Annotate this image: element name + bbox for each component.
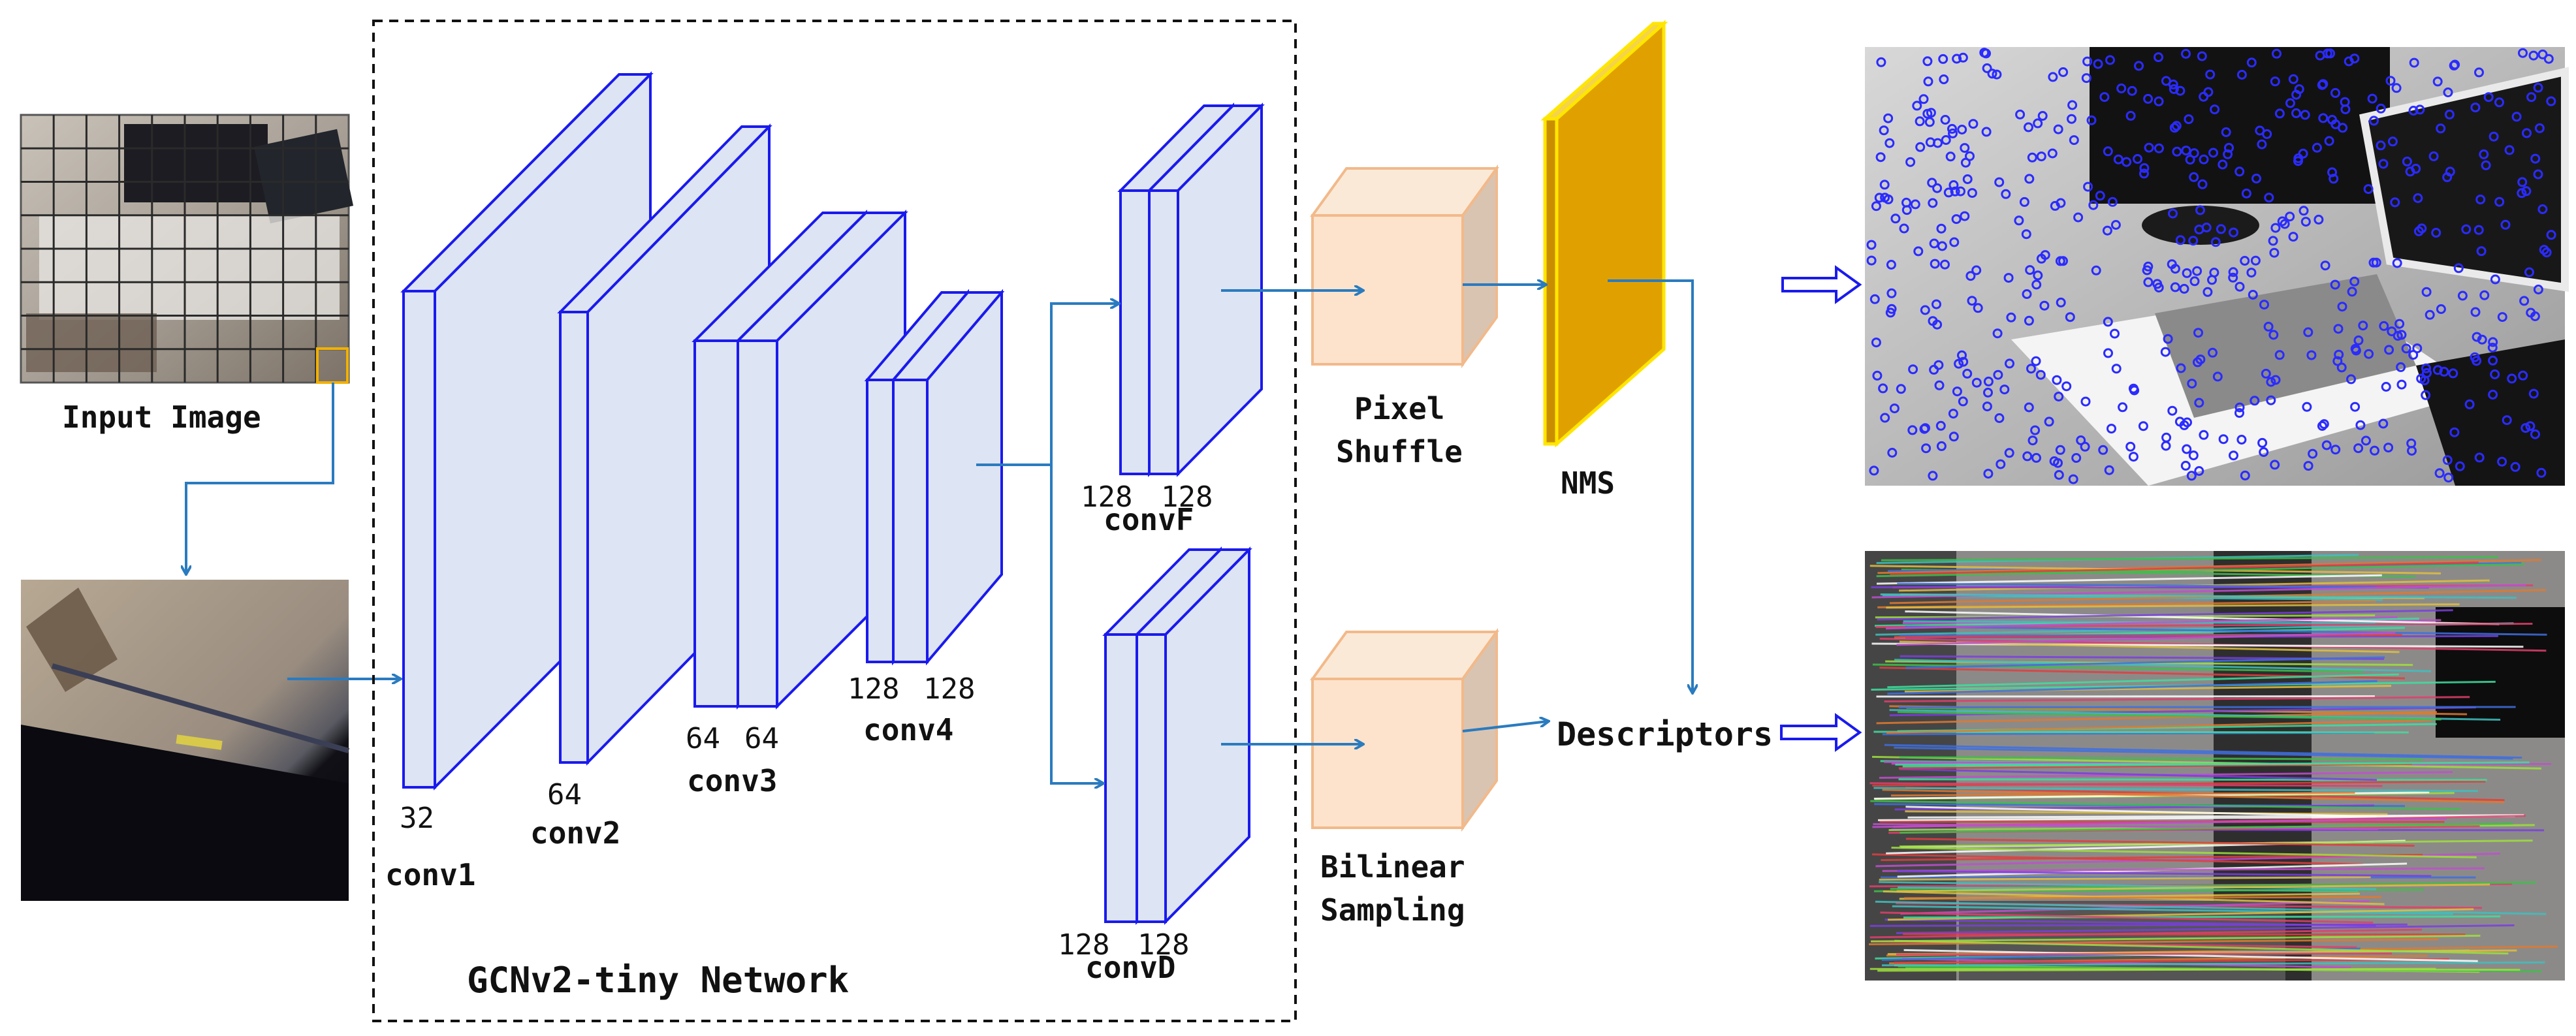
convF-label: convF <box>1104 502 1194 537</box>
conv-layers <box>400 71 1265 925</box>
conv4-to-convD-arrow <box>1050 465 1102 783</box>
conv4-block-b <box>890 289 1005 666</box>
nms-to-descriptors-arrow <box>1608 279 1693 692</box>
convD-label: convD <box>1085 950 1175 985</box>
convF-block-b <box>1146 102 1265 477</box>
convF-channel-1: 128 <box>1081 480 1132 514</box>
pixel-shuffle-label-line1: Pixel <box>1354 391 1444 426</box>
patch-arrow <box>186 383 334 573</box>
conv1-channel-1: 32 <box>400 802 434 835</box>
conv3-label: conv3 <box>687 763 777 798</box>
conv4-label: conv4 <box>863 712 953 747</box>
keypoints-output-arrow <box>1781 265 1862 304</box>
conv4-to-convF-arrow <box>976 304 1118 466</box>
conv4-channel-1: 128 <box>848 672 899 706</box>
input-image-label: Input Image <box>62 400 261 435</box>
keypoints-result-image <box>1865 47 2569 486</box>
matches-result-image <box>1865 551 2565 981</box>
nms-label: NMS <box>1561 465 1615 501</box>
convD-channel-1: 128 <box>1058 928 1109 962</box>
input-image <box>20 114 354 384</box>
conv3-channel-1: 64 <box>686 722 720 755</box>
pixel-shuffle-label-line2: Shuffle <box>1336 434 1463 469</box>
network-frame <box>372 20 1297 1022</box>
image-patch <box>21 580 350 901</box>
descriptors-label: Descriptors <box>1557 715 1773 753</box>
bilinear-sampling-label-line1: Bilinear <box>1320 849 1465 885</box>
convD-channel-2: 128 <box>1137 928 1189 962</box>
conv2-channel-1: 64 <box>547 778 582 811</box>
convD-block-b <box>1134 546 1252 925</box>
network-title: GCNv2-tiny Network <box>467 960 849 1001</box>
conv1-label: conv1 <box>385 857 475 892</box>
conv2-label: conv2 <box>530 815 620 851</box>
pixel-shuffle-cube <box>1310 164 1499 369</box>
convF-channel-2: 128 <box>1161 480 1213 514</box>
conv3-channel-2: 64 <box>744 722 779 755</box>
conv4-channel-2: 128 <box>923 672 975 706</box>
bilinear-to-descriptors-arrow <box>1462 721 1548 732</box>
bilinear-sampling-cube <box>1310 627 1499 832</box>
bilinear-sampling-label-line2: Sampling <box>1320 892 1465 928</box>
nms-block <box>1540 20 1668 448</box>
matches-output-arrow <box>1780 713 1862 752</box>
